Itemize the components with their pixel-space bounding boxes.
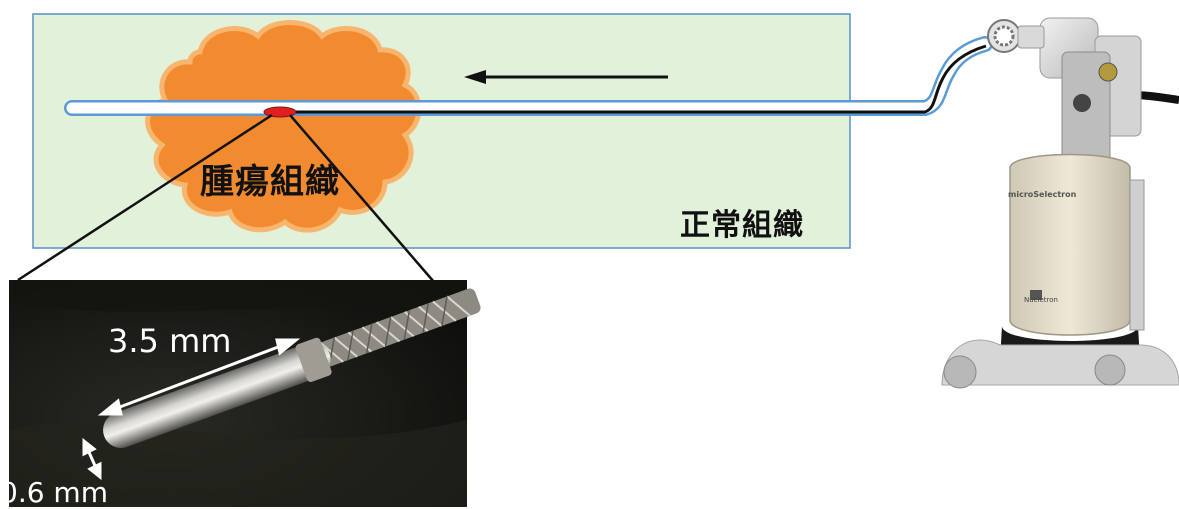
- tumor-tissue-label: 腫瘍組織: [200, 162, 340, 202]
- source-length-label: 3.5 mm: [108, 322, 232, 360]
- source-marker: [263, 106, 297, 118]
- afterloader-machine: [941, 17, 1179, 389]
- machine-maker-label: Nucletron: [1024, 296, 1058, 304]
- magnification-lines: [17, 113, 435, 283]
- source-photo: [9, 280, 481, 507]
- direction-arrow: [464, 70, 668, 84]
- source-diameter-label: 0.6 mm: [0, 476, 108, 509]
- normal-tissue-label: 正常組織: [680, 208, 804, 243]
- catheter: [64, 36, 993, 116]
- machine-brand-label: microSelectron: [1008, 190, 1077, 199]
